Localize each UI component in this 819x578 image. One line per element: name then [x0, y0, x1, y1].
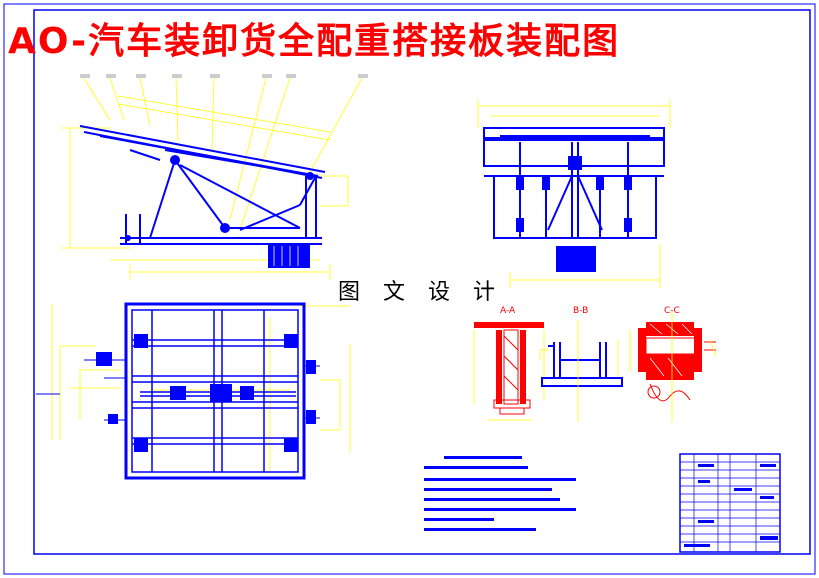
- section-c-c: [629, 312, 717, 422]
- plan-view: [36, 302, 351, 480]
- title-block: [679, 453, 781, 553]
- section-label-c-c: C-C: [664, 306, 680, 316]
- inner-frame: [33, 9, 811, 555]
- section-label-b-b: B-B: [573, 306, 589, 316]
- drawing-title: AO-汽车装卸货全配重搭接板装配图: [8, 21, 621, 62]
- technical-notes: [424, 456, 576, 531]
- section-a-a: [473, 322, 545, 421]
- section-label-a-a: A-A: [500, 306, 516, 316]
- front-motor-unit: [556, 246, 596, 272]
- design-caption: 图 文 设 计: [338, 280, 503, 305]
- front-end-view: [477, 100, 671, 288]
- motor-unit: [268, 244, 310, 268]
- outer-frame: [3, 3, 816, 575]
- section-b-b: [539, 320, 623, 422]
- side-elevation-view: [62, 74, 368, 280]
